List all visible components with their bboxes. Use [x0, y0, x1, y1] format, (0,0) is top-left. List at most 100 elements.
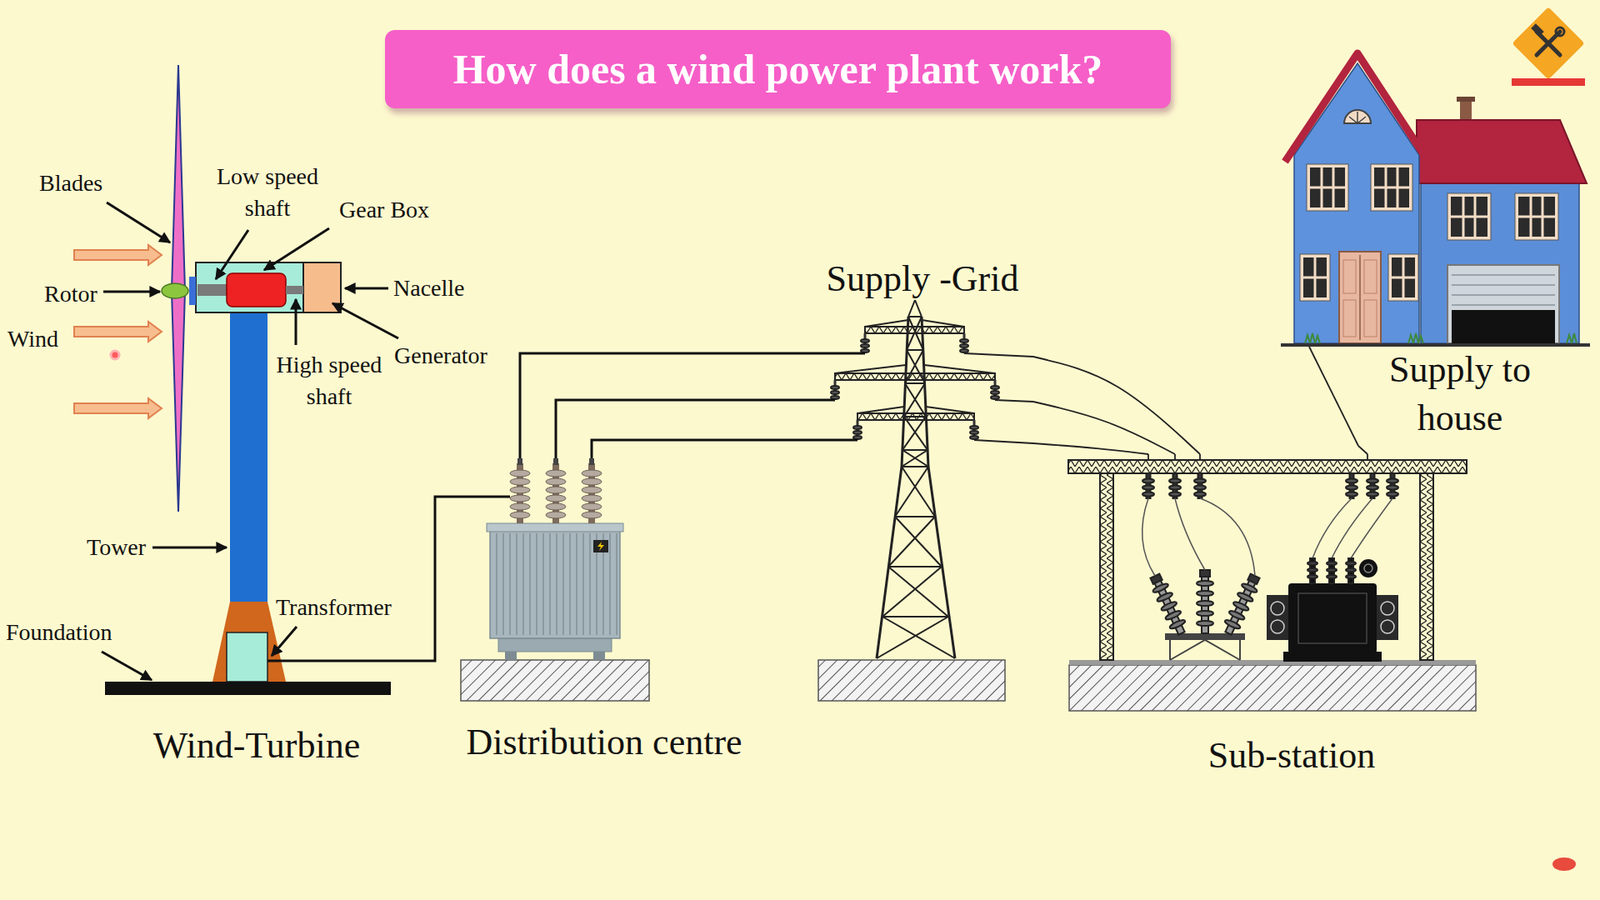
- transmission-tower: [835, 320, 995, 414]
- house-illustration: [1285, 53, 1429, 162]
- substation-drawing: [1386, 473, 1399, 499]
- house-illustration: [1306, 164, 1349, 211]
- house-illustration: [1518, 196, 1555, 237]
- power-wire: [591, 440, 813, 459]
- part-label: Rotor: [44, 280, 98, 309]
- component-caption: Supply to house: [1364, 345, 1556, 443]
- wire-stub: [450, 495, 510, 499]
- substation-drawing: [1366, 473, 1379, 499]
- substation-drawing: [1169, 473, 1181, 499]
- distribution-transformer: [597, 541, 605, 551]
- distribution-transformer: [593, 540, 609, 553]
- part-label: Wind: [7, 325, 59, 354]
- power-wire: [520, 353, 813, 459]
- wire-stub: [964, 353, 1034, 357]
- distribution-transformer: [486, 523, 624, 532]
- house-illustration: [1450, 196, 1488, 237]
- substation-drawing: [1326, 558, 1337, 584]
- power-wire: [1033, 356, 1200, 455]
- part-label: Tower: [86, 533, 146, 562]
- wire-stub: [995, 400, 1034, 402]
- substation-drawing: [1359, 559, 1378, 578]
- component-caption: Wind-Turbine: [131, 723, 382, 768]
- house-illustration: [1388, 254, 1419, 301]
- distribution-transformer: [460, 660, 650, 701]
- house-illustration: [1303, 257, 1327, 298]
- brand-logo: [1555, 27, 1565, 36]
- substation-drawing: [1376, 595, 1399, 640]
- house-illustration: [1391, 257, 1415, 298]
- power-wire: [555, 400, 813, 459]
- house-illustration: [1420, 176, 1580, 344]
- house-illustration: [1456, 96, 1475, 102]
- transmission-tower: [835, 373, 995, 380]
- component-group: Wind-Turbine: [83, 62, 392, 771]
- leader-line: [271, 626, 297, 656]
- substation-drawing: [1312, 498, 1393, 559]
- wire-stub: [267, 353, 865, 661]
- part-label: Nacelle: [393, 274, 465, 303]
- transmission-tower: [970, 420, 979, 440]
- substation-drawing: [1100, 473, 1114, 660]
- house-illustration: [1416, 120, 1587, 184]
- wind-arrow: [74, 398, 162, 419]
- title-text: How does a wind power plant work?: [453, 45, 1104, 94]
- substation-drawing: [1345, 558, 1356, 584]
- distribution-transformer: [498, 638, 612, 652]
- leader-line: [101, 651, 152, 680]
- transformer-box: [226, 632, 268, 682]
- substation-drawing: [1298, 593, 1367, 644]
- distribution-transformer: [545, 458, 566, 524]
- house-illustration: [1370, 164, 1413, 211]
- house-illustration: [1450, 196, 1488, 237]
- house-illustration: [1344, 110, 1371, 124]
- brand-logo: [1530, 23, 1545, 37]
- distribution-transformer: [490, 530, 620, 639]
- component-group: Supply to house: [1275, 50, 1594, 446]
- house-illustration: [1303, 257, 1327, 298]
- rotor-hub: [161, 283, 189, 299]
- component-group: Sub-station: [1062, 454, 1484, 784]
- house-illustration: [1447, 193, 1491, 240]
- wire-stub: [974, 440, 1034, 444]
- house-illustration: [1294, 63, 1420, 344]
- power-wire: [1033, 401, 1175, 455]
- transmission-tower: [990, 380, 1000, 400]
- transmission-tower: [876, 466, 955, 659]
- substation-drawing: [1270, 601, 1285, 615]
- leader-line: [152, 546, 227, 550]
- wire-stub: [1147, 454, 1150, 461]
- house-illustration: [1364, 300, 1377, 337]
- shaft-bar: [197, 284, 228, 296]
- substation-drawing: [1380, 620, 1395, 634]
- tower-base: [212, 601, 286, 682]
- wire-stub: [812, 439, 858, 442]
- wire-stub: [267, 660, 392, 663]
- wire-stub: [812, 352, 865, 355]
- power-wire: [1033, 443, 1149, 455]
- leader-line: [106, 202, 170, 243]
- distribution-transformer: [593, 651, 605, 660]
- transmission-tower: [901, 316, 929, 467]
- part-label: Transformer: [275, 593, 392, 622]
- transmission-tower: [908, 300, 922, 317]
- pointer-dot: [110, 350, 120, 360]
- house-illustration: [1515, 193, 1559, 240]
- house-illustration: [1359, 255, 1361, 340]
- gearbox-shape: [226, 273, 286, 307]
- house-illustration: [1349, 111, 1366, 124]
- title-banner: How does a wind power plant work?: [385, 30, 1171, 109]
- wire-stub: [964, 346, 1368, 461]
- leader-line: [215, 230, 249, 280]
- wire-stub: [1174, 454, 1176, 461]
- leader-line: [264, 228, 330, 270]
- power-wire: [391, 496, 450, 661]
- leader-line: [101, 202, 399, 680]
- nacelle-housing: [195, 262, 341, 313]
- rotor-flange: [189, 276, 196, 305]
- leader-line: [345, 287, 389, 290]
- substation-drawing: [1068, 460, 1467, 474]
- substation-drawing: [1266, 595, 1289, 640]
